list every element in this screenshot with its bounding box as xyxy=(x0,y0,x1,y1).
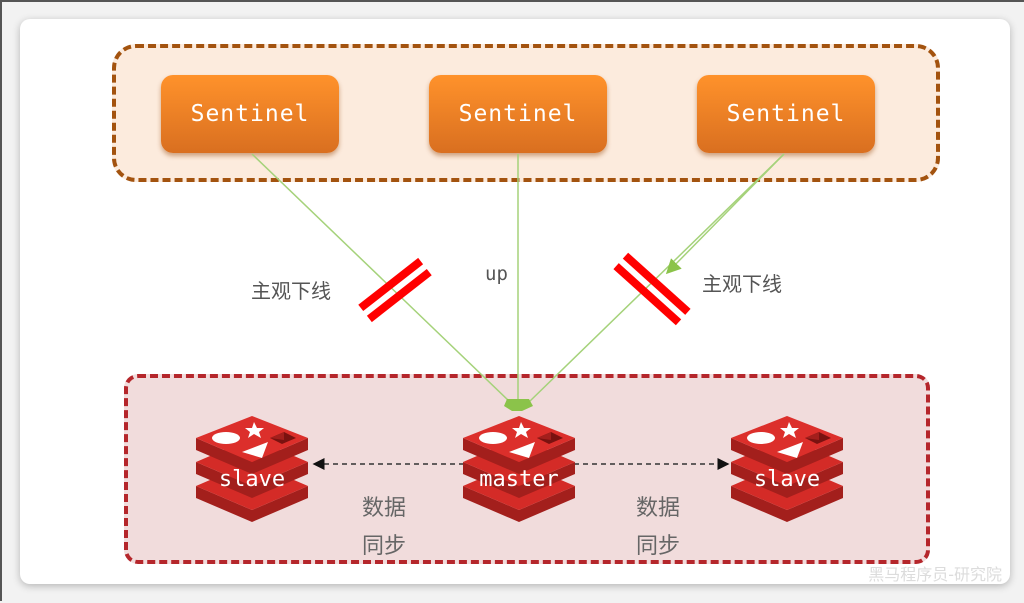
master-label: master xyxy=(479,467,559,492)
sync-label-left-line2: 同步 xyxy=(361,534,406,559)
up-label: up xyxy=(485,263,508,285)
slave-right-label: slave xyxy=(753,467,821,492)
redis-icon xyxy=(196,416,308,522)
sync-label-right: 数据 同步 xyxy=(628,490,688,566)
sentinel-node-2: Sentinel xyxy=(429,75,607,153)
sync-label-left: 数据 同步 xyxy=(354,490,414,566)
slave-left-label: slave xyxy=(218,467,286,492)
master-node: master xyxy=(459,414,579,524)
slave-node-left: slave xyxy=(192,414,312,524)
slave-node-right: slave xyxy=(727,414,847,524)
subjective-down-label-left: 主观下线 xyxy=(251,279,331,303)
redis-icon xyxy=(463,416,575,522)
redis-icon xyxy=(731,416,843,522)
sync-label-right-line1: 数据 xyxy=(635,496,680,521)
subjective-down-label-right: 主观下线 xyxy=(702,272,782,296)
sentinel-node-1: Sentinel xyxy=(161,75,339,153)
sentinel-node-3: Sentinel xyxy=(697,75,875,153)
sync-label-right-line2: 同步 xyxy=(635,534,680,559)
watermark: 黑马程序员-研究院 xyxy=(868,565,1002,584)
sync-label-left-line1: 数据 xyxy=(361,496,406,521)
